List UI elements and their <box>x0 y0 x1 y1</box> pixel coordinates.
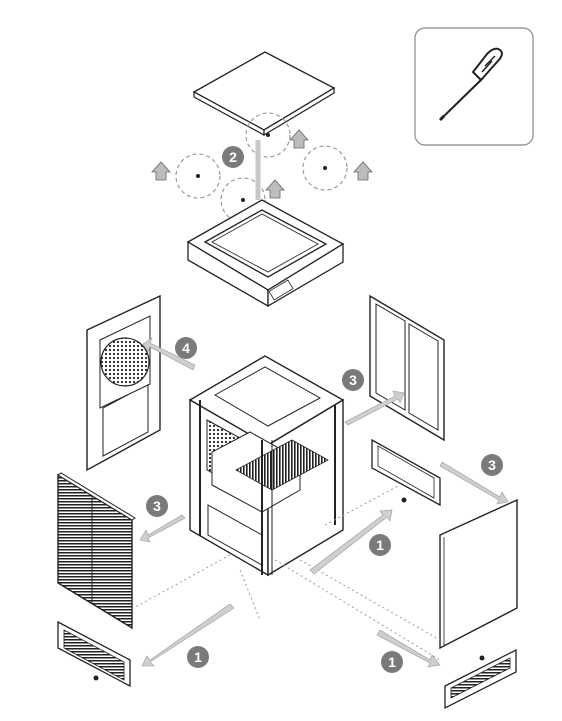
top-cover-panel <box>192 51 336 137</box>
screwdriver-icon <box>438 47 503 122</box>
lift-arrows <box>151 129 373 199</box>
step-badge-3b: 3 <box>481 454 503 476</box>
bottom-right-filter <box>444 648 517 710</box>
step-label-1b: 1 <box>376 537 384 553</box>
step-badge-2: 2 <box>222 146 244 168</box>
screw-locations <box>175 112 348 223</box>
step-badge-1c: 1 <box>381 651 403 673</box>
rear-bracket <box>371 438 441 507</box>
tool-box <box>414 27 534 146</box>
removal-arrows <box>139 337 509 668</box>
right-back-panel <box>369 294 445 442</box>
step-badge-1b: 1 <box>369 534 391 556</box>
bottom-left-filter <box>57 620 131 688</box>
top-frame <box>186 199 345 308</box>
step-label-2: 2 <box>229 149 237 165</box>
left-side-panel <box>86 294 161 472</box>
step-label-1: 1 <box>194 649 202 665</box>
guide-lines <box>129 484 441 661</box>
step-label-3c: 3 <box>153 498 161 514</box>
right-side-panel <box>439 498 518 650</box>
front-mesh-panel <box>57 472 136 630</box>
step-badge-3a: 3 <box>342 369 364 391</box>
step-badge-1: 1 <box>187 646 209 668</box>
main-chassis <box>188 355 345 577</box>
step-badge-4: 4 <box>175 337 197 359</box>
step-badge-3c: 3 <box>146 495 168 517</box>
step-label-1c: 1 <box>388 654 396 670</box>
step-label-3b: 3 <box>488 457 496 473</box>
step-label-4: 4 <box>182 340 190 356</box>
step-label-3a: 3 <box>349 372 357 388</box>
